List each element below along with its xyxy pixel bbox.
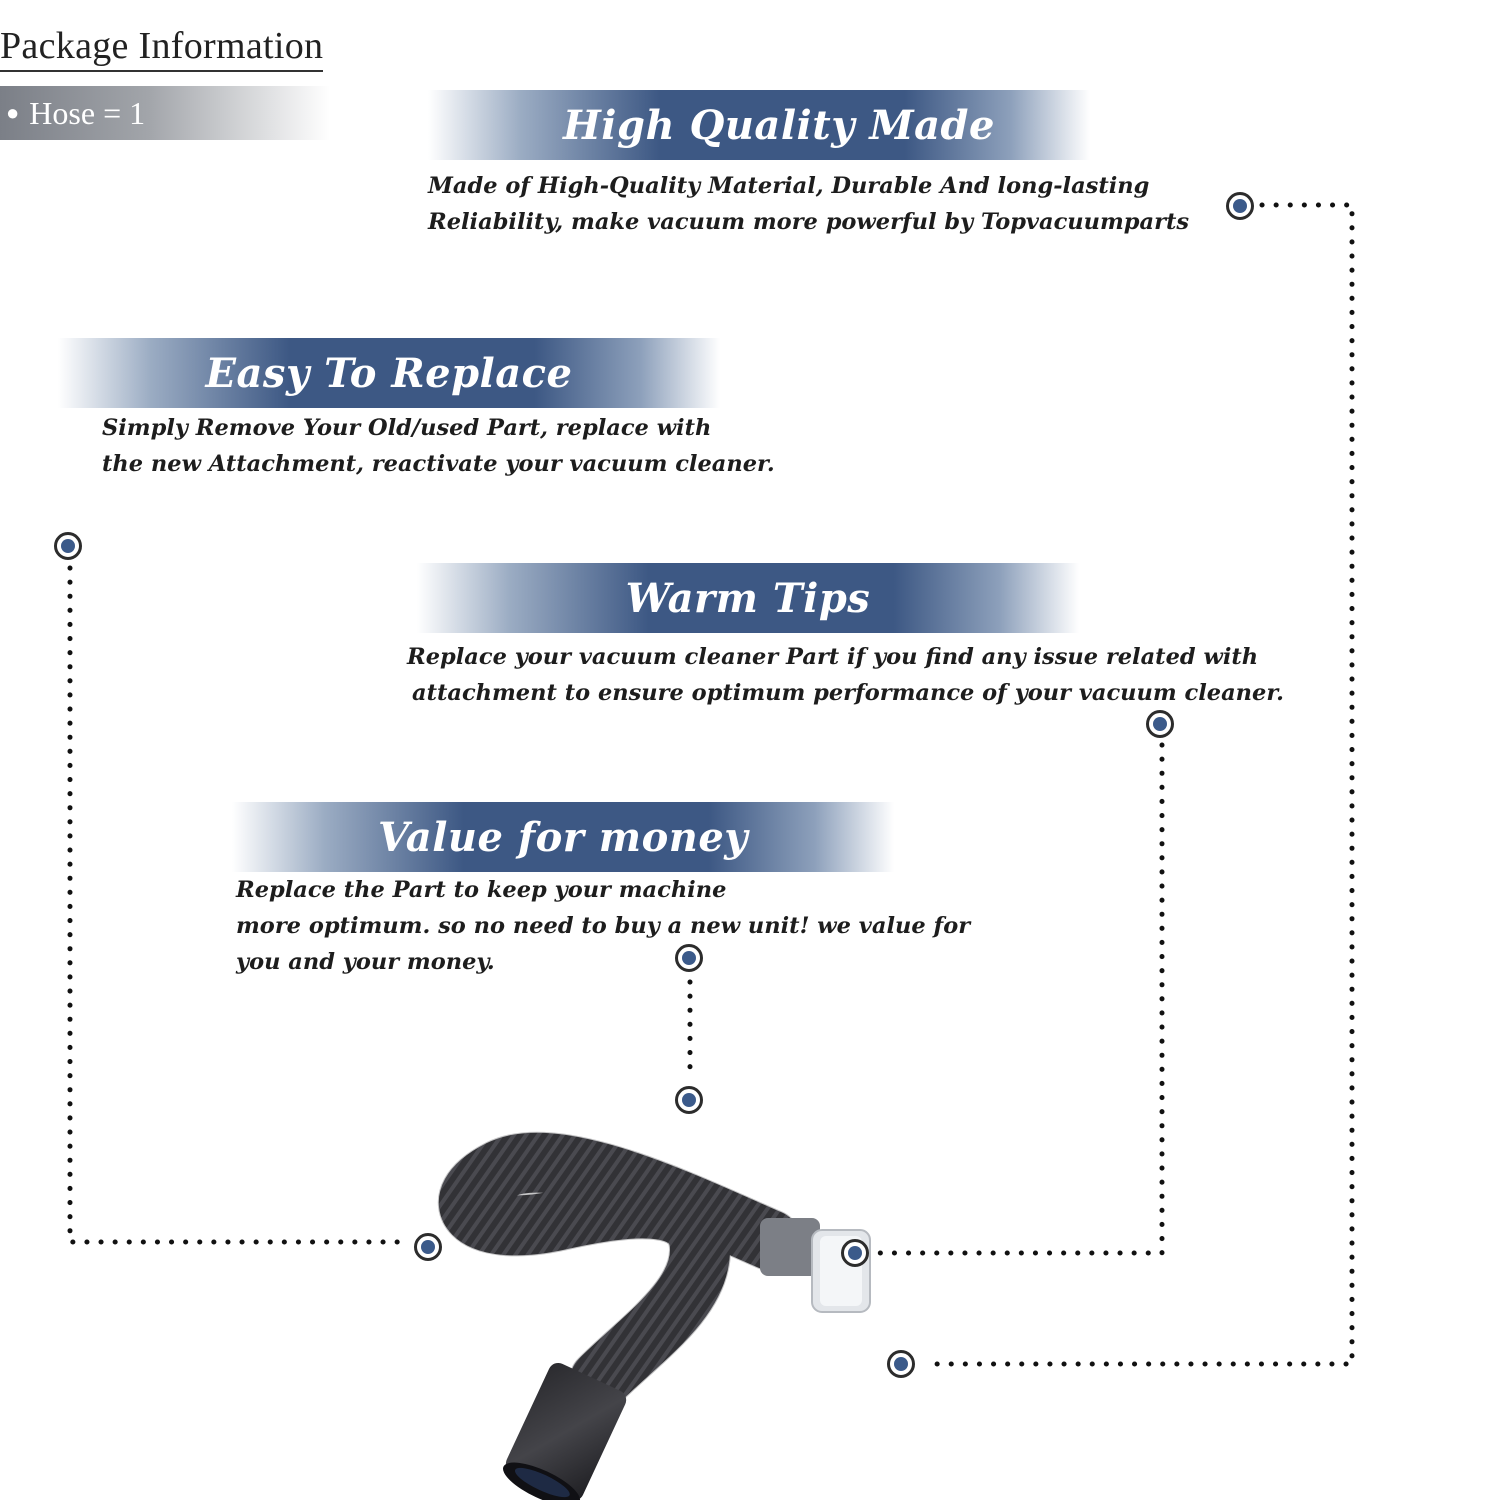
marker-value-money-start xyxy=(675,944,703,972)
connector-warm-tips xyxy=(875,742,1165,1256)
heading-easy-replace: Easy To Replace xyxy=(205,349,573,397)
marker-easy-replace-end xyxy=(414,1233,442,1261)
marker-warm-tips-end xyxy=(841,1239,869,1267)
package-item-badge: ● Hose = 1 xyxy=(0,86,330,140)
banner-value-money: Value for money xyxy=(232,802,894,872)
marker-high-quality-start xyxy=(1226,192,1254,220)
hose-body xyxy=(438,1132,800,1410)
desc-easy-replace: Simply Remove Your Old/used Part, replac… xyxy=(102,410,775,482)
banner-easy-replace: Easy To Replace xyxy=(58,338,720,408)
banner-high-quality: High Quality Made xyxy=(428,90,1090,160)
desc-line: the new Attachment, reactivate your vacu… xyxy=(102,451,775,477)
desc-line: Made of High-Quality Material, Durable A… xyxy=(428,173,1150,199)
desc-value-money: Replace the Part to keep your machine mo… xyxy=(236,872,970,980)
banner-warm-tips: Warm Tips xyxy=(417,563,1079,633)
desc-high-quality: Made of High-Quality Material, Durable A… xyxy=(428,168,1189,240)
marker-warm-tips-start xyxy=(1146,710,1174,738)
desc-line: Replace the Part to keep your machine xyxy=(236,877,727,903)
marker-value-money-end xyxy=(675,1086,703,1114)
heading-warm-tips: Warm Tips xyxy=(625,574,871,622)
desc-line: you and your money. xyxy=(236,949,495,975)
desc-line: attachment to ensure optimum performance… xyxy=(412,680,1284,706)
desc-line: Replace your vacuum cleaner Part if you … xyxy=(407,644,1259,670)
desc-line: more optimum. so no need to buy a new un… xyxy=(236,913,971,939)
heading-value-money: Value for money xyxy=(377,813,749,861)
marker-high-quality-end xyxy=(887,1350,915,1378)
hose-bottom-cuff xyxy=(503,1362,627,1500)
bullet-dot: ● xyxy=(6,100,20,125)
hose-clear-connector xyxy=(760,1218,871,1313)
heading-high-quality: High Quality Made xyxy=(563,101,995,149)
marker-easy-replace-start xyxy=(54,532,82,560)
package-info-title: Package Information xyxy=(0,24,324,72)
package-item-text: Hose = 1 xyxy=(29,94,146,131)
desc-warm-tips: Replace your vacuum cleaner Part if you … xyxy=(407,639,1284,711)
connector-easy-replace xyxy=(67,565,411,1245)
desc-line: Simply Remove Your Old/used Part, replac… xyxy=(102,415,712,441)
desc-line: Reliability, make vacuum more powerful b… xyxy=(428,209,1190,235)
